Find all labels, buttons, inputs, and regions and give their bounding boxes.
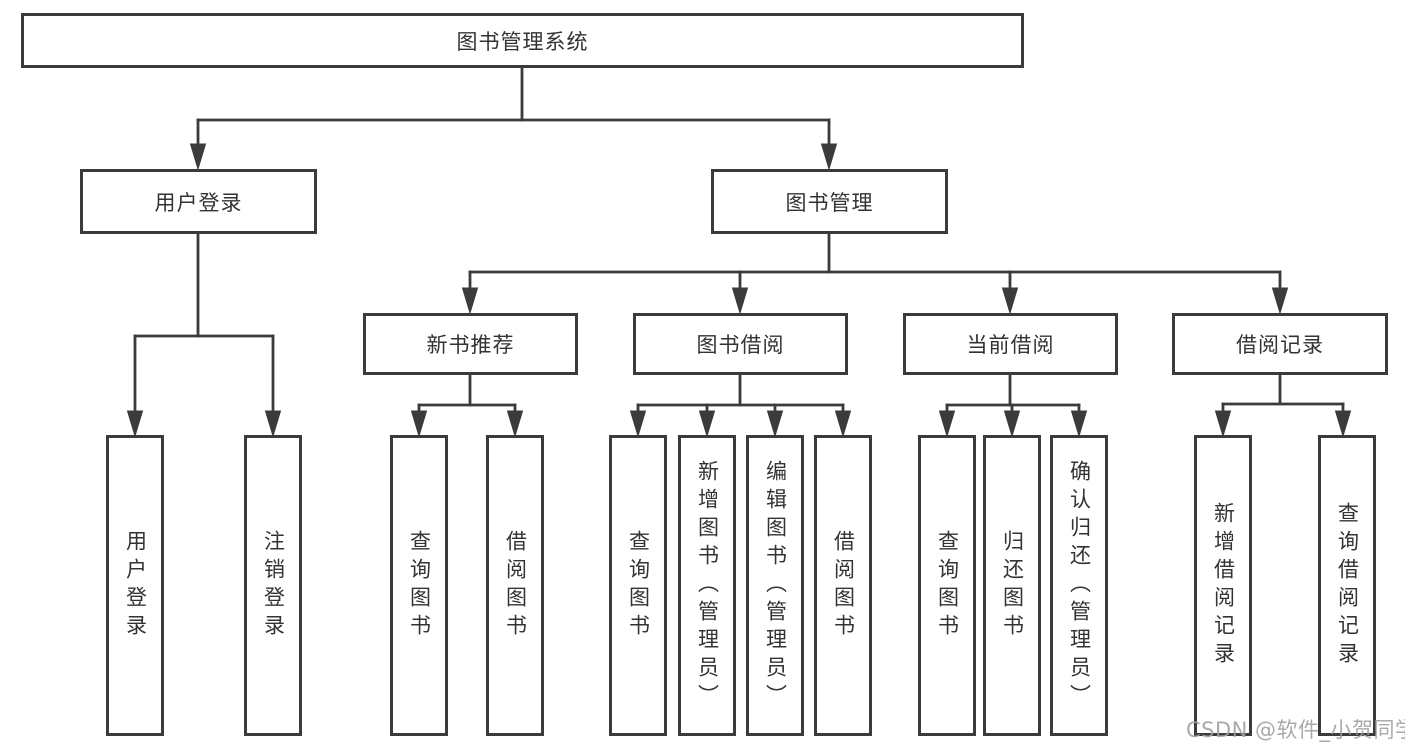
node-library-system-label: 图书管理系统 — [456, 29, 589, 54]
leaf-logout-login-label: 注销登录 — [261, 529, 286, 642]
leaf-bb-edit-books-admin-label: 编辑图书（管理员） — [763, 459, 788, 712]
leaf-br-query-record: 查询借阅记录 — [1318, 435, 1376, 736]
leaf-cb-confirm-return-admin: 确认归还（管理员） — [1050, 435, 1108, 736]
leaf-nb-borrow-books-label: 借阅图书 — [503, 529, 528, 642]
leaf-cb-confirm-return-admin-label: 确认归还（管理员） — [1067, 459, 1092, 712]
leaf-bb-query-books: 查询图书 — [609, 435, 667, 736]
node-new-book-recommend: 新书推荐 — [363, 313, 578, 375]
leaf-bb-query-books-label: 查询图书 — [626, 529, 651, 642]
node-current-borrow-label: 当前借阅 — [966, 333, 1055, 357]
leaf-br-query-record-label: 查询借阅记录 — [1335, 501, 1360, 670]
leaf-cb-query-books: 查询图书 — [918, 435, 976, 736]
leaf-br-add-record-label: 新增借阅记录 — [1211, 501, 1236, 670]
node-user-login: 用户登录 — [80, 169, 317, 234]
leaf-cb-return-books-label: 归还图书 — [1000, 529, 1025, 642]
node-user-login-label: 用户登录 — [154, 190, 243, 215]
leaf-cb-query-books-label: 查询图书 — [935, 529, 960, 642]
node-book-management: 图书管理 — [711, 169, 948, 234]
leaf-user-login: 用户登录 — [106, 435, 164, 736]
leaf-nb-borrow-books: 借阅图书 — [486, 435, 544, 736]
node-borrow-records: 借阅记录 — [1172, 313, 1388, 375]
leaf-logout-login: 注销登录 — [244, 435, 302, 736]
leaf-nb-query-books: 查询图书 — [390, 435, 448, 736]
leaf-bb-edit-books-admin: 编辑图书（管理员） — [746, 435, 804, 736]
node-current-borrow: 当前借阅 — [903, 313, 1118, 375]
leaf-bb-borrow-books: 借阅图书 — [814, 435, 872, 736]
leaf-user-login-label: 用户登录 — [123, 529, 148, 642]
node-book-management-label: 图书管理 — [785, 190, 874, 215]
node-new-book-recommend-label: 新书推荐 — [426, 333, 515, 357]
node-borrow-records-label: 借阅记录 — [1236, 333, 1324, 357]
leaf-bb-add-books-admin: 新增图书（管理员） — [678, 435, 736, 736]
node-library-system: 图书管理系统 — [21, 13, 1024, 68]
csdn-watermark: CSDN @软件_小贺同学 — [1186, 718, 1405, 742]
leaf-bb-add-books-admin-label: 新增图书（管理员） — [695, 459, 720, 712]
node-book-borrow-label: 图书借阅 — [696, 333, 785, 357]
leaf-bb-borrow-books-label: 借阅图书 — [831, 529, 856, 642]
leaf-br-add-record: 新增借阅记录 — [1194, 435, 1252, 736]
leaf-nb-query-books-label: 查询图书 — [407, 529, 432, 642]
node-book-borrow: 图书借阅 — [633, 313, 848, 375]
leaf-cb-return-books: 归还图书 — [983, 435, 1041, 736]
